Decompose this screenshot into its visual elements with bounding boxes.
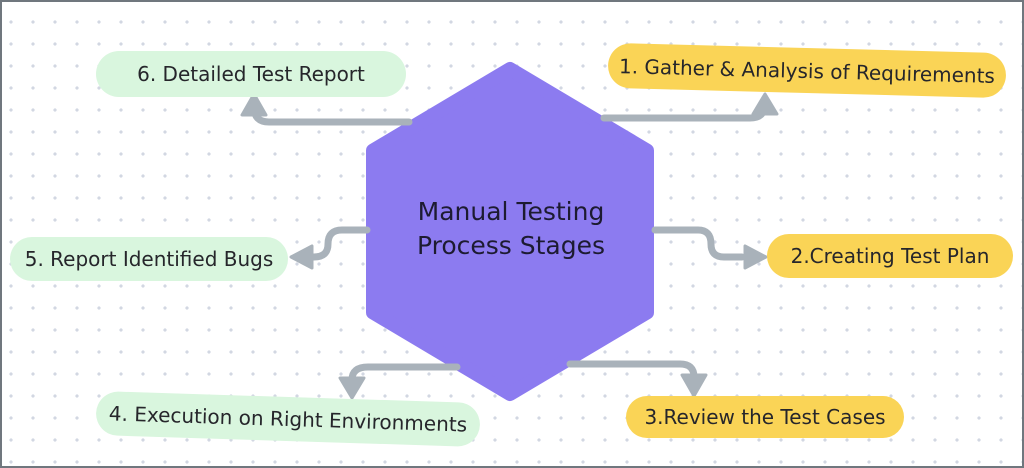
stage-6-label: 6. Detailed Test Report — [137, 62, 365, 86]
stage-5-label: 5. Report Identified Bugs — [24, 247, 274, 271]
arrow-to-stage-6 — [240, 92, 413, 126]
arrow-to-stage-2 — [651, 226, 768, 270]
diagram-title: Manual Testing Process Stages — [381, 195, 641, 263]
arrow-head-up-icon — [751, 92, 779, 116]
hexagon-shape — [366, 62, 654, 401]
arrow-to-stage-3 — [566, 360, 708, 398]
stage-2-label: 2.Creating Test Plan — [790, 244, 990, 268]
diagram-title-line2: Process Stages — [416, 231, 606, 260]
stage-1-label: 1. Gather & Analysis of Requirements — [618, 53, 996, 88]
arrow-head-left-icon — [289, 244, 314, 270]
arrow-to-stage-4 — [338, 363, 461, 400]
arrow-to-stage-1 — [600, 92, 779, 122]
arrow-head-down-icon — [338, 376, 366, 400]
stage-pill-6: 6. Detailed Test Report — [96, 51, 406, 97]
arrow-head-up-icon — [240, 92, 268, 117]
arrow-head-down-icon — [680, 373, 708, 398]
stage-4-label: 4. Execution on Right Environments — [108, 401, 468, 437]
stage-pill-2: 2.Creating Test Plan — [767, 234, 1013, 278]
arrow-to-stage-5 — [289, 226, 371, 270]
stage-3-label: 3.Review the Test Cases — [644, 405, 886, 429]
arrow-head-right-icon — [743, 244, 768, 270]
diagram-title-line1: Manual Testing — [417, 197, 605, 226]
stage-pill-3: 3.Review the Test Cases — [626, 396, 904, 438]
stage-pill-5: 5. Report Identified Bugs — [10, 237, 288, 281]
